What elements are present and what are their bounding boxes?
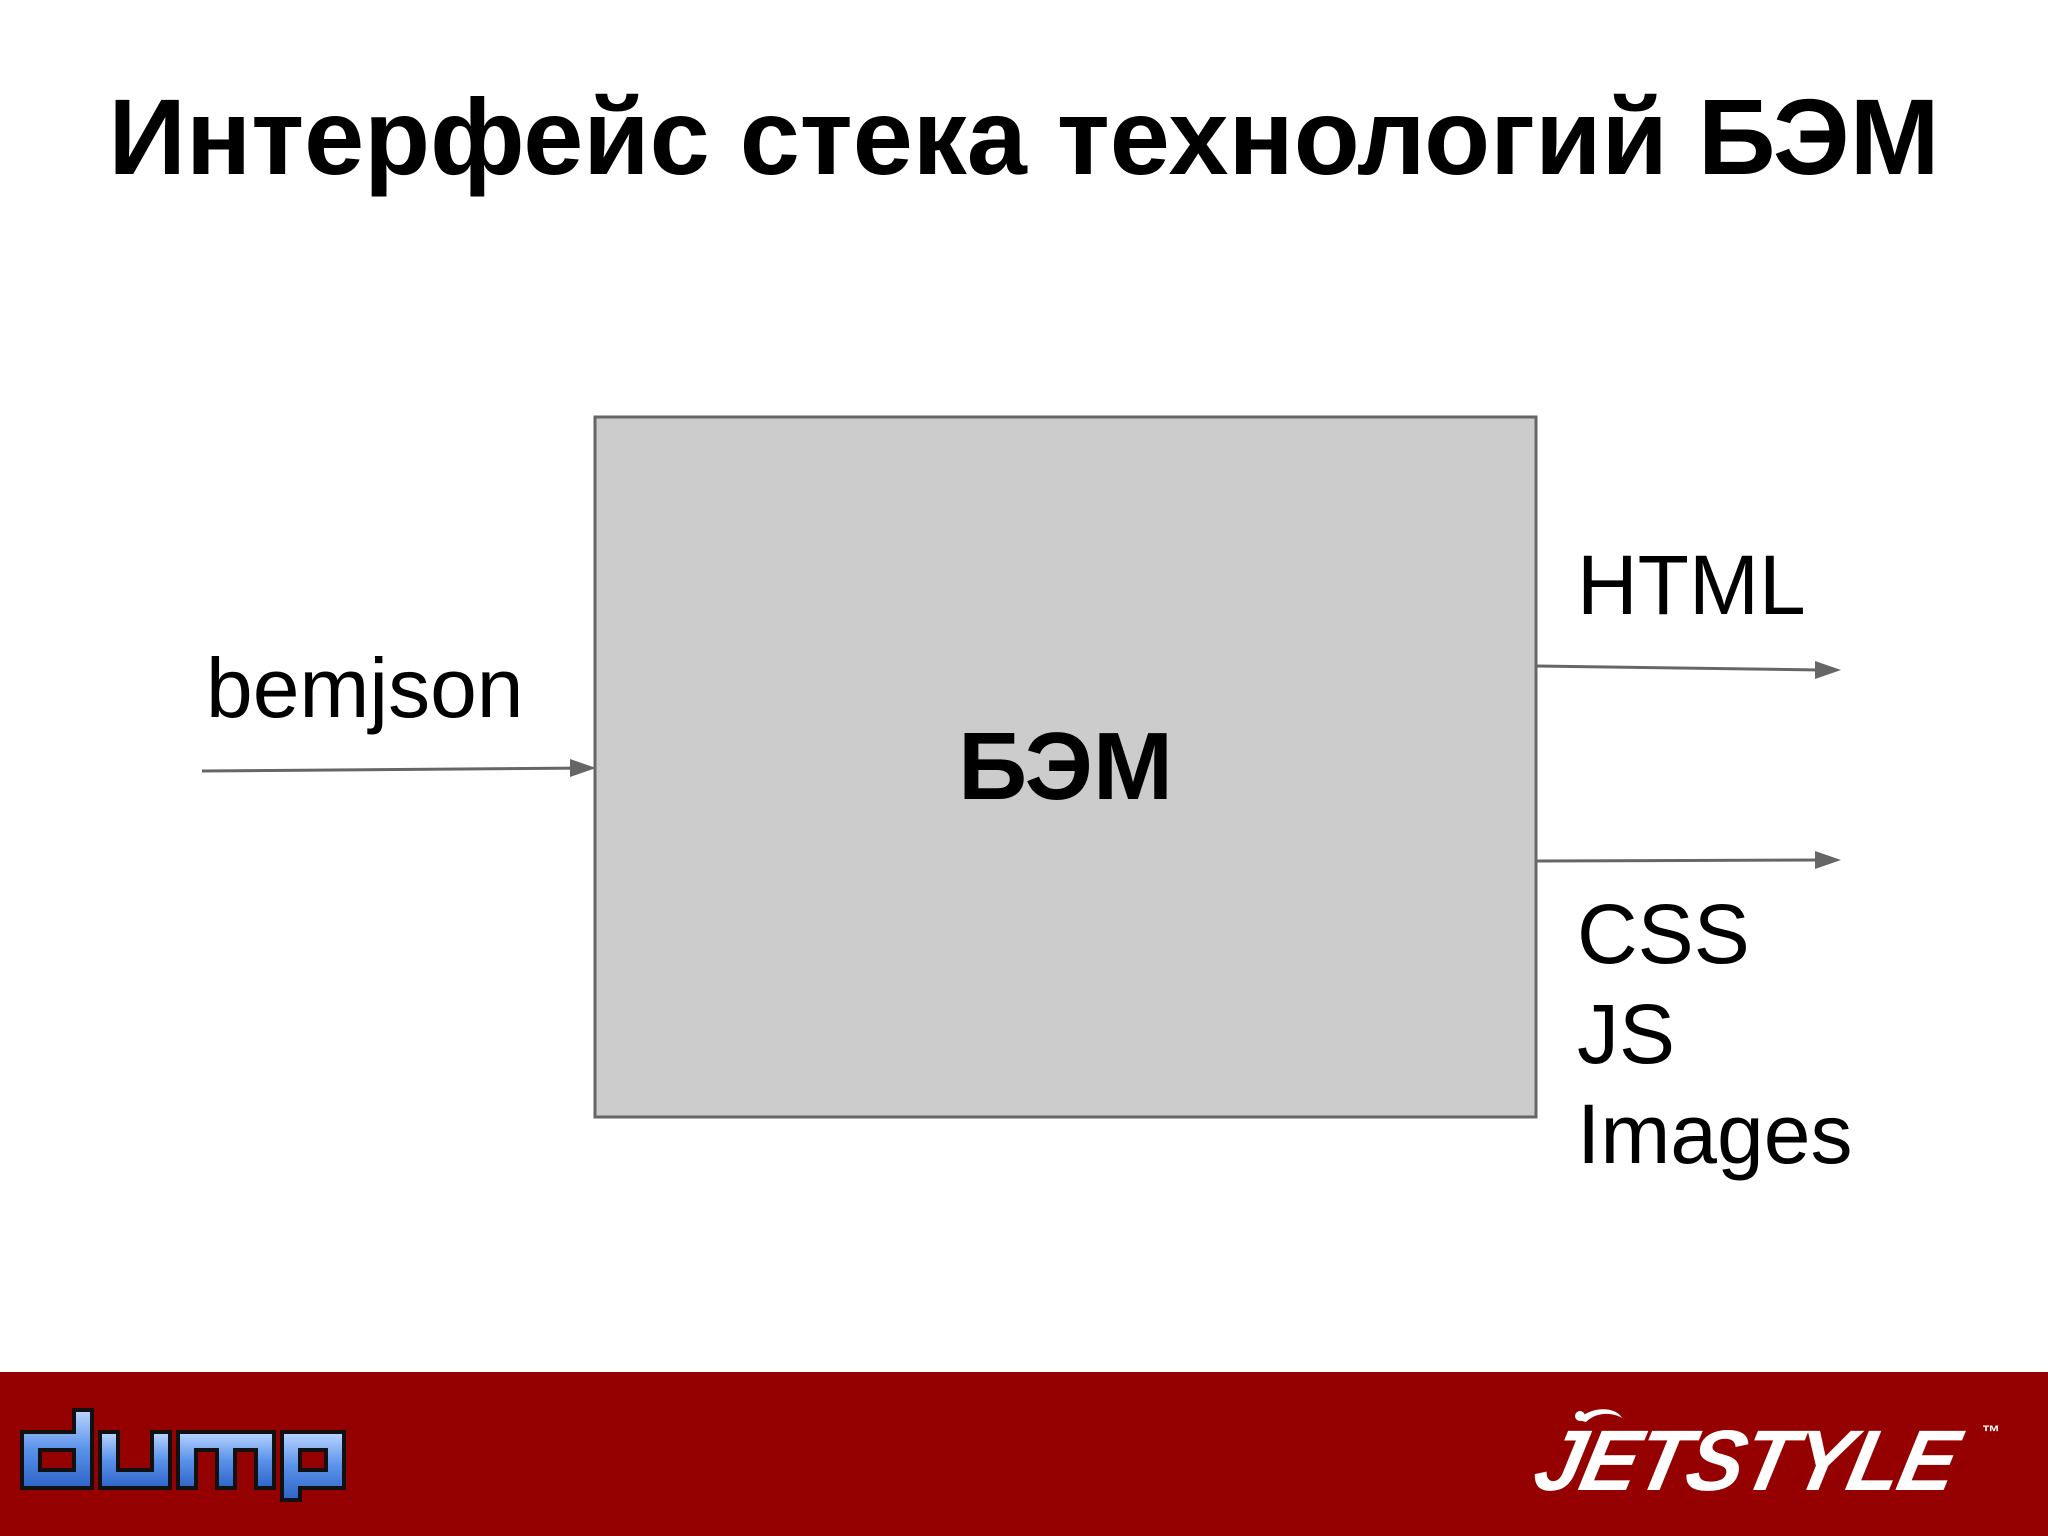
dump-logo-icon xyxy=(20,1408,346,1502)
output-label-css: CSS xyxy=(1577,887,1750,981)
output-list-assets: CSS JS Images xyxy=(1577,884,1852,1184)
slide-title: Интерфейс стека технологий БЭМ xyxy=(108,76,1940,197)
svg-text:™: ™ xyxy=(1982,1422,2000,1442)
jetstyle-logo-icon: JETSTYLE ™ xyxy=(1526,1409,2000,1506)
output-label-images: Images xyxy=(1577,1087,1853,1181)
svg-text:JETSTYLE: JETSTYLE xyxy=(1526,1413,1970,1506)
footer-bar: JETSTYLE ™ xyxy=(0,1372,2048,1536)
input-label: bemjson xyxy=(206,641,524,735)
output-label-html: HTML xyxy=(1577,538,1806,632)
output-arrow-assets-head xyxy=(1815,851,1841,869)
output-arrow-assets xyxy=(1535,858,1821,863)
output-arrow-html-head xyxy=(1815,661,1841,679)
bem-box-label: БЭМ xyxy=(958,713,1173,820)
output-label-js: JS xyxy=(1577,987,1676,1081)
input-arrow xyxy=(201,766,593,773)
bem-box xyxy=(593,415,1538,1119)
output-arrow-html xyxy=(1535,664,1821,672)
input-arrow-head xyxy=(570,759,596,777)
